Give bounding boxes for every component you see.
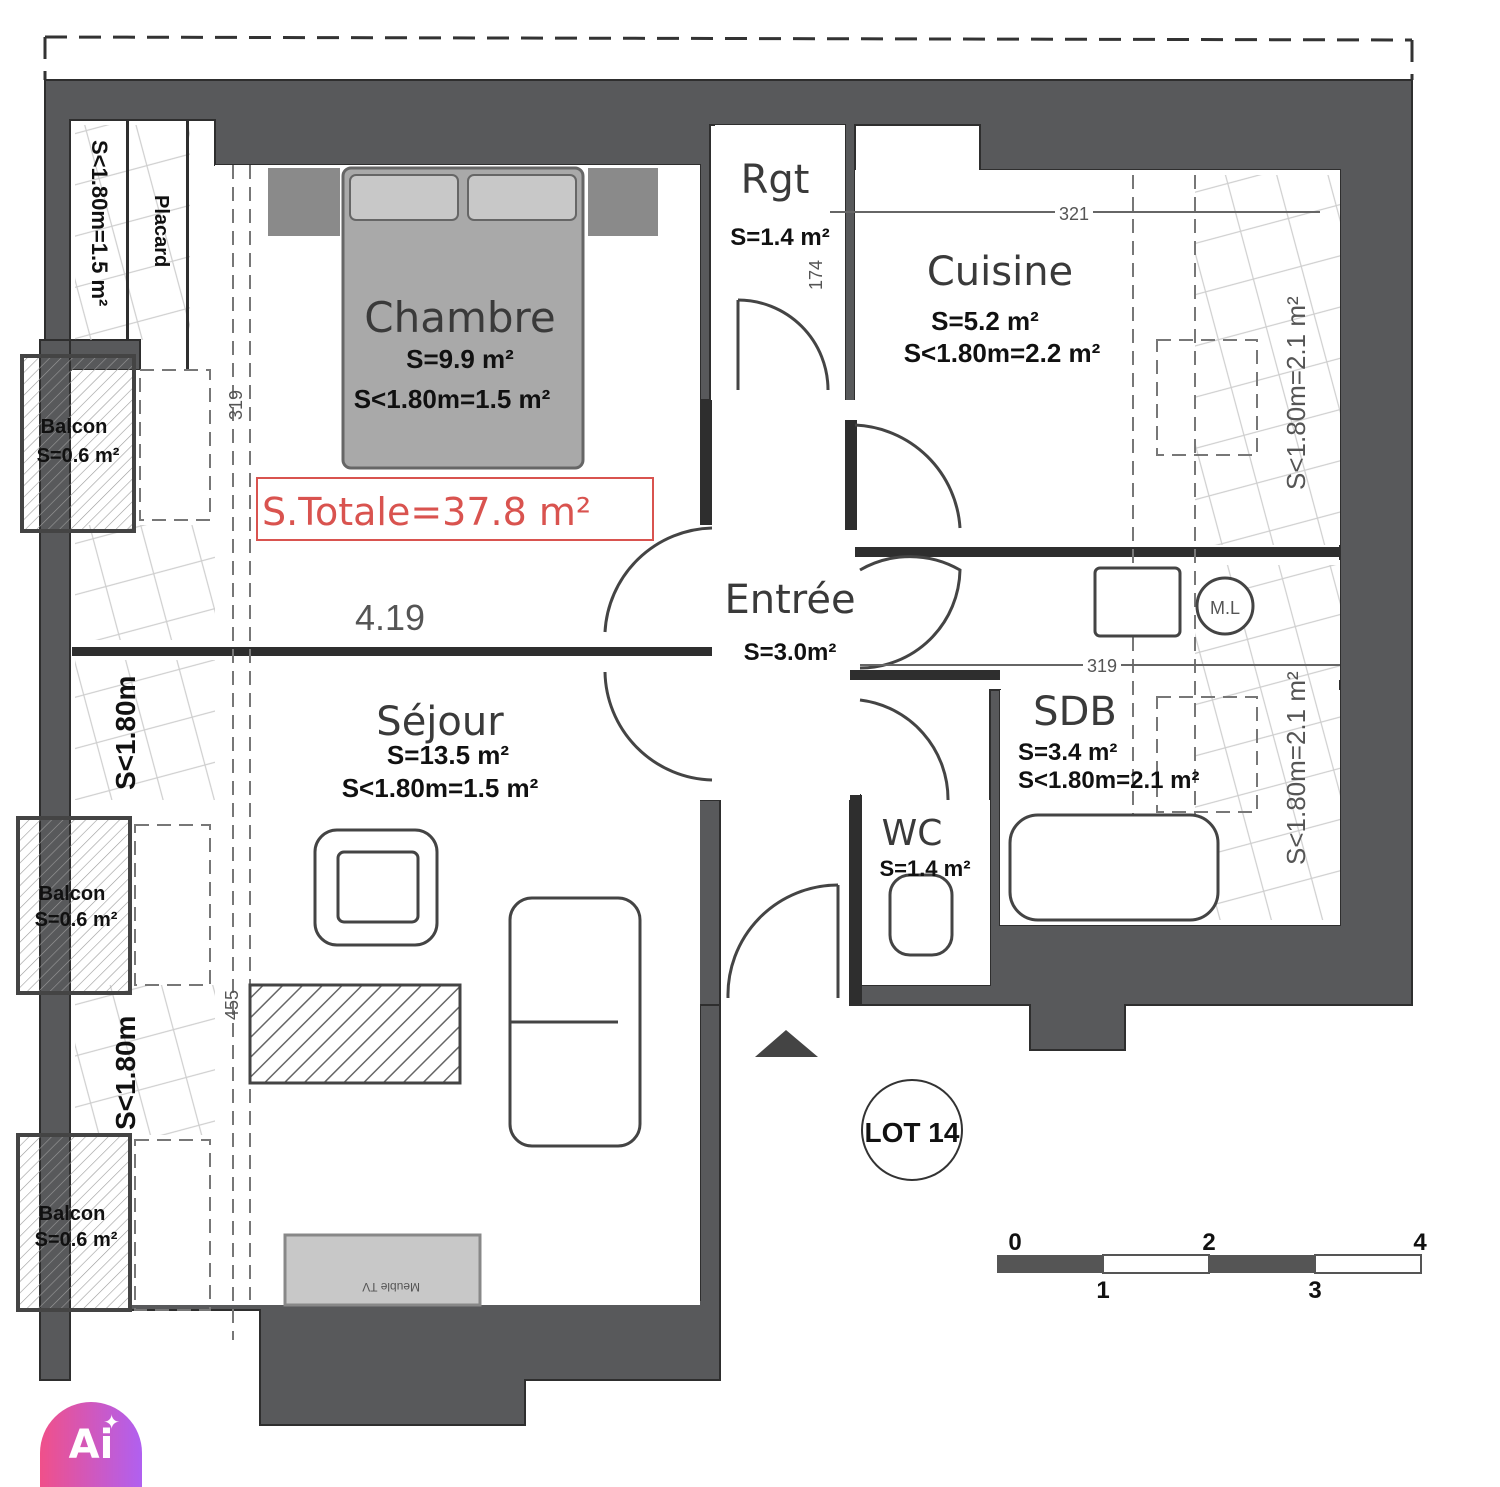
sejour-low-area: S<1.80m=1.5 m² (342, 773, 539, 803)
scale-tick-4: 4 (1413, 1229, 1427, 1256)
sejour-area: S=13.5 m² (387, 740, 509, 770)
entree-name: Entrée (724, 577, 855, 623)
cuisine-area: S=5.2 m² (931, 306, 1039, 336)
dimension-sdb-319: 319 (1087, 656, 1117, 676)
tv-furniture-label: Meuble TV (362, 1280, 420, 1294)
placard-low-area: S<1.80m=1.5 m² (87, 140, 112, 306)
scale-tick-0: 0 (1008, 1229, 1021, 1256)
chambre-area: S=9.9 m² (406, 344, 514, 374)
total-area-box (256, 477, 654, 541)
lot-circle (861, 1079, 963, 1181)
chambre-low-area: S<1.80m=1.5 m² (354, 384, 551, 414)
wc-area: S=1.4 m² (879, 856, 970, 881)
dimension-419: 4.19 (355, 597, 425, 638)
wc-name: WC (882, 813, 943, 854)
roof-outline (43, 35, 1414, 80)
sdb-area: S=3.4 m² (1018, 739, 1117, 766)
ai-badge-label: Ai (68, 1421, 114, 1468)
sdb-side-low-label: S<1.80m=2.1 m² (1281, 671, 1311, 865)
height-lines (134, 165, 1258, 1340)
dimension-chambre-319: 319 (226, 390, 246, 420)
partitions (72, 120, 1340, 1005)
entree-area: S=3.0m² (744, 639, 837, 666)
balcon-2-name: Balcon (39, 883, 106, 905)
cuisine-side-low-label: S<1.80m=2.1 m² (1281, 296, 1311, 490)
dimension-rgt-174: 174 (806, 260, 826, 290)
scale-tick-2: 2 (1202, 1229, 1215, 1256)
balcon-1-area: S=0.6 m² (37, 445, 120, 467)
bed (268, 166, 658, 470)
scale-tick-3: 3 (1308, 1277, 1321, 1304)
total-area: S.Totale=37.8 m² (262, 490, 591, 534)
chambre-name: Chambre (364, 293, 555, 342)
balcon-2-area: S=0.6 m² (35, 909, 118, 931)
washing-machine-label: M.L (1210, 598, 1240, 618)
dimension-cuisine-321: 321 (1059, 204, 1089, 224)
rgt-area: S=1.4 m² (730, 224, 829, 251)
balcon-3-name: Balcon (39, 1203, 106, 1225)
cuisine-name: Cuisine (927, 249, 1073, 295)
sparkle-icon: ✦ (103, 1410, 120, 1434)
doors (603, 298, 962, 999)
balcon-1-name: Balcon (41, 416, 108, 438)
sejour-low-label-lower: S<1.80m (110, 1016, 141, 1130)
sdb-low-area: S<1.80m=2.1 m² (1018, 767, 1199, 794)
scale-bar: 0 2 4 1 3 (997, 1229, 1427, 1304)
balconies (16, 354, 136, 1312)
sejour-name: Séjour (376, 699, 504, 745)
placard-name: Placard (150, 195, 172, 267)
balcon-3-area: S=0.6 m² (35, 1229, 118, 1251)
entrance-arrow-icon (755, 1030, 818, 1057)
rgt-name: Rgt (741, 157, 810, 203)
scale-tick-1: 1 (1096, 1277, 1109, 1304)
ai-badge-button[interactable]: Ai ✦ (40, 1402, 142, 1487)
furniture (248, 566, 1255, 1307)
sdb-name: SDB (1033, 689, 1117, 735)
sejour-low-label-upper: S<1.80m (110, 676, 141, 790)
dimension-sejour-455: 455 (222, 990, 242, 1020)
cuisine-low-area: S<1.80m=2.2 m² (904, 338, 1101, 368)
lot-label: LOT 14 (865, 1117, 960, 1148)
